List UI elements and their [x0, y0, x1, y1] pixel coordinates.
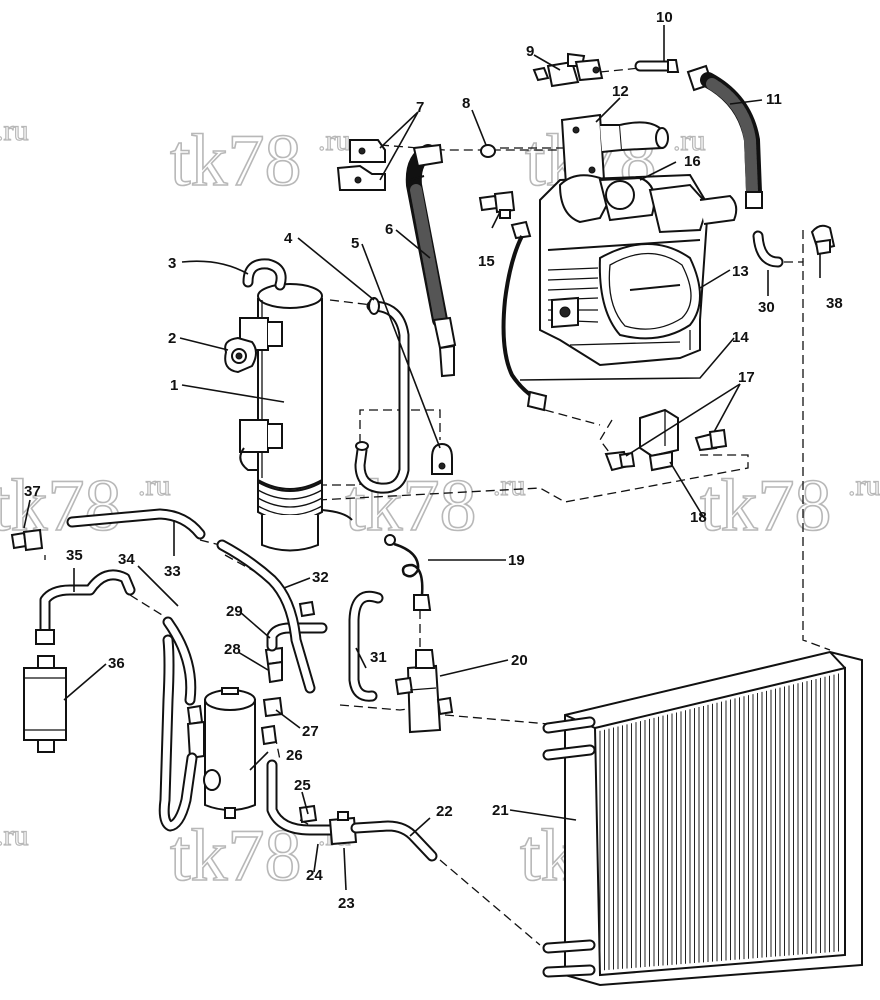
solenoid-valve [604, 408, 728, 472]
part-label-10: 10 [656, 9, 673, 26]
svg-text:tk78: tk78 [170, 815, 302, 897]
part-label-35: 35 [66, 547, 83, 564]
condenser-coil [542, 650, 863, 987]
inlet-line [35, 569, 136, 645]
short-hose [634, 59, 680, 73]
elbow-fitting [810, 224, 836, 256]
u-tube [354, 297, 410, 494]
svg-text:tk78: tk78 [170, 120, 302, 202]
elbow-and-nut [262, 646, 284, 718]
expansion-valve [394, 649, 454, 734]
part-label-25: 25 [294, 777, 311, 794]
part-label-32: 32 [312, 569, 329, 586]
o-ring [480, 144, 496, 158]
hose-clamp [431, 442, 453, 475]
discharge-hose [686, 64, 763, 209]
part-label-29: 29 [226, 603, 243, 620]
part-label-33: 33 [164, 563, 181, 580]
part-label-28: 28 [224, 641, 241, 658]
part-label-34: 34 [118, 551, 135, 568]
part-label-17: 17 [738, 369, 755, 386]
part-label-27: 27 [302, 723, 319, 740]
part-label-20: 20 [511, 652, 528, 669]
access-fitting [10, 528, 44, 552]
svg-text:.ru: .ru [493, 469, 526, 502]
receiver-tank [239, 283, 353, 552]
svg-text:.ru: .ru [138, 469, 171, 502]
part-label-19: 19 [508, 552, 525, 569]
watermark: .ru [0, 113, 29, 147]
svg-text:tk78: tk78 [700, 465, 832, 547]
tee-fitting [478, 190, 516, 219]
inlet-elbow-tube [242, 258, 287, 291]
part-label-15: 15 [478, 253, 495, 270]
part-label-37: 37 [24, 483, 41, 500]
watermark: tk78 .ru [699, 464, 880, 548]
condenser-fins [599, 673, 839, 971]
part-label-21: 21 [492, 802, 509, 819]
part-number-labels: 1 2 3 4 5 6 7 8 9 10 11 12 13 14 15 16 1… [24, 9, 843, 912]
part-label-24: 24 [306, 867, 323, 884]
watermark: tk78 .ru [169, 119, 351, 203]
u-bend-tube [348, 590, 384, 702]
discharge-line [216, 539, 316, 694]
part-label-5: 5 [351, 235, 359, 252]
part-label-9: 9 [526, 43, 534, 60]
part-label-13: 13 [732, 263, 749, 280]
part-label-1: 1 [170, 377, 178, 394]
leader-lines [23, 25, 821, 891]
part-label-23: 23 [338, 895, 355, 912]
part-label-6: 6 [385, 221, 393, 238]
part-label-7: 7 [416, 99, 424, 116]
pressure-hose [501, 220, 548, 412]
part-label-11: 11 [766, 91, 782, 108]
watermark: .ru [0, 818, 29, 852]
part-label-16: 16 [684, 153, 701, 170]
drier-line [158, 616, 198, 832]
watermark: tk78 .ru [344, 464, 526, 548]
part-label-8: 8 [462, 95, 470, 112]
part-label-26: 26 [286, 747, 303, 764]
suction-line [66, 508, 206, 540]
service-valve [532, 52, 604, 88]
part-label-18: 18 [690, 509, 707, 526]
part-label-4: 4 [284, 230, 293, 247]
part-label-31: 31 [370, 649, 387, 666]
compressor-head-plate [560, 113, 669, 187]
part-label-12: 12 [612, 83, 629, 100]
return-elbow [752, 230, 784, 268]
part-label-22: 22 [436, 803, 453, 820]
part-label-14: 14 [732, 329, 749, 346]
flexible-hose [405, 143, 457, 378]
part-label-36: 36 [108, 655, 125, 672]
svg-text:.ru: .ru [0, 114, 29, 147]
compressor [539, 173, 738, 367]
svg-text:.ru: .ru [0, 819, 29, 852]
part-label-38: 38 [826, 295, 843, 312]
part-label-2: 2 [168, 330, 176, 347]
mounting-brackets [336, 139, 386, 191]
filter-drier [23, 655, 67, 753]
accumulator-tank [186, 687, 278, 819]
svg-text:.ru: .ru [318, 124, 351, 157]
svg-text:.ru: .ru [673, 124, 706, 157]
part-label-30: 30 [758, 299, 775, 316]
part-label-3: 3 [168, 255, 176, 272]
svg-text:.ru: .ru [848, 469, 880, 502]
sensor-cable [384, 534, 432, 611]
flange-fitting [224, 336, 257, 374]
